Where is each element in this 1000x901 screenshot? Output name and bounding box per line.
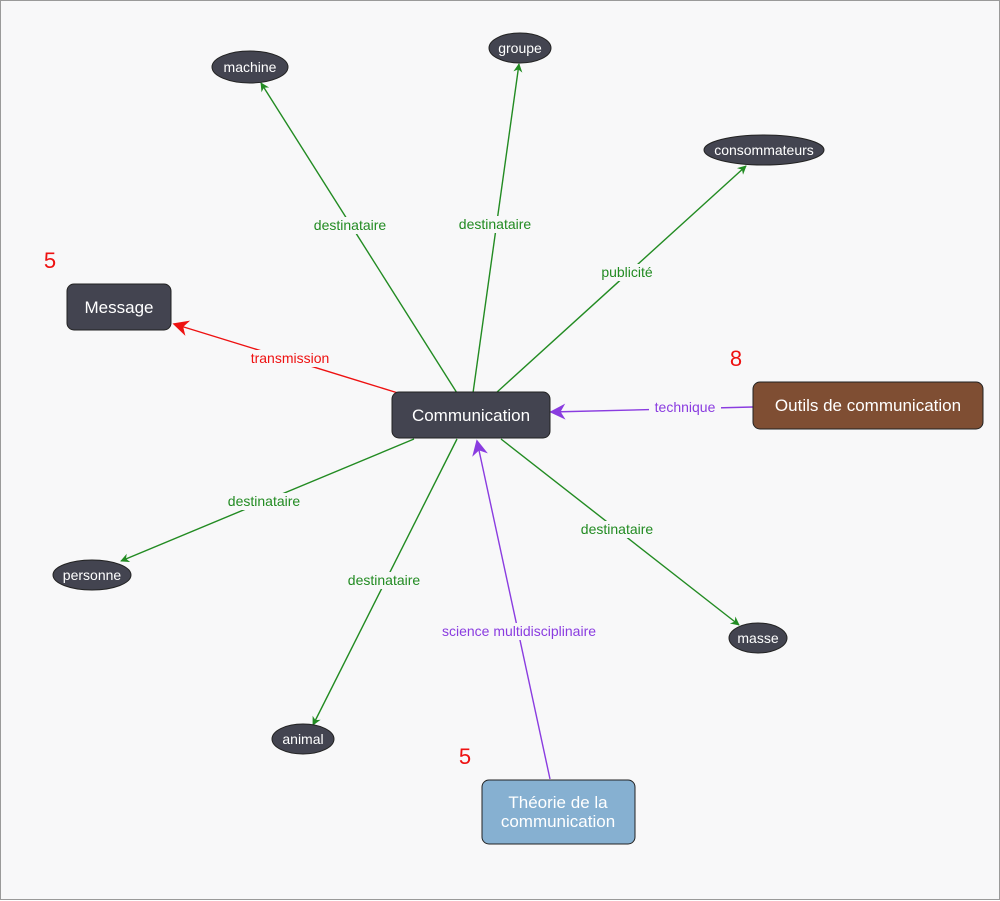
svg-text:technique: technique [655,399,716,415]
svg-text:publicité: publicité [601,264,653,280]
badge-theorie: 5 [459,744,471,769]
svg-text:transmission: transmission [251,350,330,366]
svg-text:destinataire: destinataire [314,217,387,233]
node-machine[interactable]: machine [211,50,289,84]
svg-text:Théorie de la: Théorie de la [508,793,608,812]
edge-theorie [472,439,551,780]
node-animal[interactable]: animal [271,723,335,755]
svg-text:science multidisciplinaire: science multidisciplinaire [442,623,596,639]
svg-text:destinataire: destinataire [348,572,421,588]
node-communication[interactable]: Communication [391,391,551,439]
edge-label-masse: destinataire [574,521,660,538]
svg-text:Outils de communication: Outils de communication [775,396,961,415]
node-outils[interactable]: Outils de communication [752,381,984,430]
svg-text:consommateurs: consommateurs [714,142,814,158]
edge-label-machine: destinataire [307,217,393,234]
svg-text:communication: communication [501,812,615,831]
edge-label-animal: destinataire [341,572,427,589]
svg-text:destinataire: destinataire [228,493,301,509]
svg-text:machine: machine [224,59,277,75]
node-masse[interactable]: masse [728,622,788,654]
edge-label-personne: destinataire [221,493,307,510]
edge-label-message: transmission [246,350,334,367]
node-consommateurs[interactable]: consommateurs [703,134,825,166]
svg-text:groupe: groupe [498,40,542,56]
badge-message: 5 [44,248,56,273]
edge-label-consommateurs: publicité [594,264,660,281]
edge-label-theorie: science multidisciplinaire [429,623,609,640]
badge-outils: 8 [730,346,742,371]
svg-text:destinataire: destinataire [459,216,532,232]
svg-text:masse: masse [737,630,778,646]
svg-text:animal: animal [282,731,323,747]
svg-text:Message: Message [85,298,154,317]
svg-text:personne: personne [63,567,122,583]
node-personne[interactable]: personne [52,559,132,591]
edge-label-groupe: destinataire [452,216,538,233]
svg-text:Communication: Communication [412,406,530,425]
edge-machine [260,82,458,394]
node-theorie[interactable]: Théorie de la communication [481,779,636,845]
svg-text:destinataire: destinataire [581,521,654,537]
node-groupe[interactable]: groupe [488,32,552,64]
node-message[interactable]: Message [66,283,172,331]
edge-label-outils: technique [649,399,721,416]
